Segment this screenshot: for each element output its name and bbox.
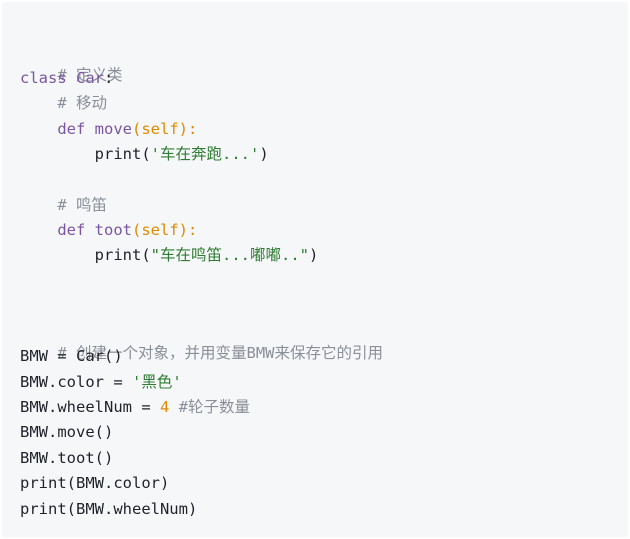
paren-close: ): <box>178 120 198 138</box>
print-call: print( <box>94 246 151 264</box>
code-line-def-move: def move(self): <box>20 118 197 140</box>
code-line-wheelnum: BMW.wheelNum = 4 #轮子数量 <box>20 396 250 418</box>
code-line-comment-move: # 移动 <box>20 92 107 114</box>
code-line-def-toot: def toot(self): <box>20 219 197 241</box>
code-line-comment-create: # 创建一个对象，并用变量BMW来保存它的引用 <box>20 320 383 362</box>
paren-open: ( <box>132 221 142 239</box>
code-line-print-toot: print("车在鸣笛...嘟嘟..") <box>20 244 319 266</box>
paren-close: ) <box>259 145 269 163</box>
keyword-class: class <box>20 69 67 87</box>
code-line-class-def: class Car: <box>20 67 113 89</box>
param-self: self <box>141 120 179 138</box>
comment: #轮子数量 <box>169 398 250 416</box>
code-line-move-call: BMW.move() <box>20 421 113 443</box>
string-literal: "车在鸣笛...嘟嘟.." <box>150 246 309 264</box>
code-line-comment-define-class: # 定义类 <box>20 42 122 84</box>
comment: # 创建一个对象，并用变量BMW来保存它的引用 <box>57 344 383 362</box>
statement: print(BMW.wheelNum) <box>20 500 198 518</box>
print-call: print( <box>94 145 151 163</box>
paren-close: ) <box>308 246 319 264</box>
statement: BMW.move() <box>20 423 114 441</box>
keyword-def: def <box>57 120 86 138</box>
statement: BMW = Car() <box>20 347 123 365</box>
method-name: move <box>94 120 132 138</box>
paren-close: ): <box>178 221 198 239</box>
paren-open: ( <box>132 120 142 138</box>
assignment-lhs: BMW.wheelNum = <box>20 398 160 416</box>
code-line-toot-call: BMW.toot() <box>20 447 113 469</box>
comment: # 鸣笛 <box>57 196 107 214</box>
code-line-comment-toot: # 鸣笛 <box>20 194 107 216</box>
keyword-def: def <box>57 221 86 239</box>
class-name: Car <box>76 69 105 87</box>
code-line-print-move: print('车在奔跑...') <box>20 143 269 165</box>
statement: BMW.toot() <box>20 449 114 467</box>
code-line-print-color: print(BMW.color) <box>20 472 169 494</box>
string-literal: '车在奔跑...' <box>150 145 260 163</box>
statement: print(BMW.color) <box>20 474 170 492</box>
code-line-instantiate: BMW = Car() <box>20 345 123 367</box>
string-literal: '黑色' <box>131 373 182 391</box>
number-literal: 4 <box>159 398 170 416</box>
colon: : <box>104 69 114 87</box>
comment: # 移动 <box>57 94 107 112</box>
comment: # 定义类 <box>57 66 123 84</box>
method-name: toot <box>94 221 132 239</box>
assignment-lhs: BMW.color = <box>20 373 132 391</box>
code-line-color: BMW.color = '黑色' <box>20 371 182 393</box>
code-line-print-wheelnum: print(BMW.wheelNum) <box>20 498 197 520</box>
param-self: self <box>141 221 179 239</box>
